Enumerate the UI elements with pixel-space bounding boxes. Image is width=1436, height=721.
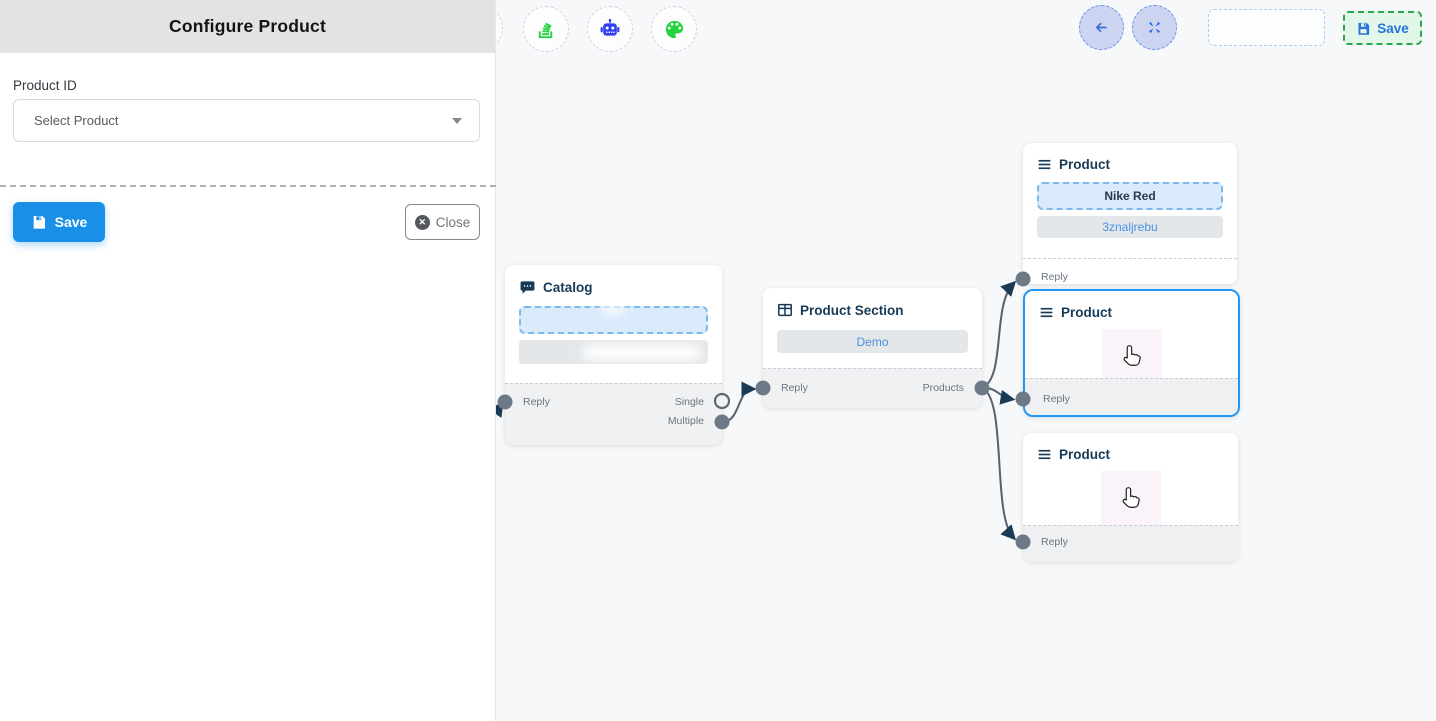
flow-canvas[interactable]: Save Catalog Reply Single Multiple xyxy=(496,0,1436,721)
node-catalog-body xyxy=(505,296,722,364)
port-label-reply: Reply xyxy=(1043,393,1070,405)
palette-icon xyxy=(665,20,683,38)
edge-products-to-product-1 xyxy=(981,280,1017,389)
port-label-multiple: Multiple xyxy=(667,415,704,427)
product-1-id-field[interactable]: 3znaljrebu xyxy=(1037,216,1223,238)
panel-header: Configure Product xyxy=(0,0,495,53)
floppy-save-icon xyxy=(33,216,45,229)
node-product-1-footer: Reply xyxy=(1023,258,1237,284)
hand-pointer-icon xyxy=(1122,487,1140,508)
node-catalog-title: Catalog xyxy=(543,280,593,295)
product-1-name-text: Nike Red xyxy=(1104,189,1156,203)
close-x-icon: ✕ xyxy=(414,214,430,230)
panel-close-button[interactable]: ✕ Close xyxy=(405,204,480,240)
fit-view-button[interactable] xyxy=(1132,5,1177,50)
panel-title: Configure Product xyxy=(168,16,326,36)
port-label-reply: Reply xyxy=(1041,271,1068,283)
node-catalog[interactable]: Catalog Reply Single Multiple xyxy=(505,265,722,445)
port-label-reply: Reply xyxy=(1041,536,1068,548)
node-product-3-header: Product xyxy=(1023,433,1238,462)
canvas-save-button[interactable]: Save xyxy=(1343,11,1422,45)
censor-smudge xyxy=(600,303,626,313)
port-label-reply: Reply xyxy=(781,382,808,394)
arrow-left-icon xyxy=(1095,22,1107,33)
canvas-save-label: Save xyxy=(1377,20,1409,36)
port-catalog-single[interactable] xyxy=(713,392,731,410)
port-product-section-products[interactable] xyxy=(974,380,990,396)
node-catalog-header: Catalog xyxy=(505,265,722,296)
node-product-3-footer: Reply xyxy=(1023,525,1238,562)
port-label-products: Products xyxy=(922,382,964,394)
product-1-name-field[interactable]: Nike Red xyxy=(1037,182,1223,210)
node-product-2-header: Product xyxy=(1025,291,1238,320)
node-product-2-title: Product xyxy=(1061,305,1113,320)
port-catalog-reply[interactable] xyxy=(497,394,513,410)
robot-icon xyxy=(600,18,620,36)
node-product-3-title: Product xyxy=(1059,447,1111,462)
floppy-save-icon xyxy=(1358,22,1370,35)
panel-save-label: Save xyxy=(54,214,88,230)
node-product-2-footer: Reply xyxy=(1025,378,1238,415)
compress-icon xyxy=(1148,21,1161,34)
port-product-3-reply[interactable] xyxy=(1015,534,1031,550)
node-product-1[interactable]: Product Nike Red 3znaljrebu Reply xyxy=(1023,143,1237,284)
node-catalog-footer: Reply Single Multiple xyxy=(505,383,722,445)
port-product-1-reply[interactable] xyxy=(1015,271,1031,287)
cursor-placeholder xyxy=(1101,329,1162,385)
node-product-section-footer: Reply Products xyxy=(763,368,982,408)
hand-pointer-icon xyxy=(1123,345,1141,366)
panel-divider xyxy=(0,185,496,187)
node-product-section[interactable]: Product Section Demo Reply Products xyxy=(763,288,982,408)
node-product-1-title: Product xyxy=(1059,157,1111,172)
menu-lines-icon xyxy=(1038,449,1051,460)
theme-tool-button[interactable] xyxy=(651,6,697,52)
empty-dashed-button[interactable] xyxy=(1208,9,1325,46)
flows-tool-button[interactable] xyxy=(523,6,569,52)
node-product-1-body: Nike Red 3znaljrebu xyxy=(1023,172,1237,238)
node-product-section-body: Demo xyxy=(763,318,982,353)
menu-lines-icon xyxy=(1040,307,1053,318)
node-product-section-header: Product Section xyxy=(763,288,982,318)
product-select[interactable]: Select Product xyxy=(13,99,480,142)
node-product-1-header: Product xyxy=(1023,143,1237,172)
table-grid-icon xyxy=(778,303,792,317)
chevron-down-icon xyxy=(452,117,462,124)
node-product-3[interactable]: Product Reply xyxy=(1023,433,1238,562)
configure-product-panel: Configure Product Product ID Select Prod… xyxy=(0,0,496,721)
node-product-section-title: Product Section xyxy=(800,302,904,318)
bot-tool-button[interactable] xyxy=(587,6,633,52)
port-product-2-reply[interactable] xyxy=(1015,391,1031,407)
port-label-reply: Reply xyxy=(523,396,550,408)
cursor-placeholder xyxy=(1100,471,1161,527)
hidden-tool-button[interactable] xyxy=(496,5,503,51)
product-id-label: Product ID xyxy=(13,78,77,93)
product-section-value-text: Demo xyxy=(856,334,889,349)
port-product-section-reply[interactable] xyxy=(755,380,771,396)
product-select-placeholder: Select Product xyxy=(34,113,119,128)
panel-save-button[interactable]: Save xyxy=(13,202,105,242)
censor-smudge xyxy=(583,345,701,360)
edge-products-to-product-3 xyxy=(981,387,1017,541)
port-label-single: Single xyxy=(674,396,704,408)
node-product-2-selected[interactable]: Product Reply xyxy=(1023,289,1240,417)
port-catalog-multiple[interactable] xyxy=(714,414,730,430)
panel-close-label: Close xyxy=(435,214,471,230)
chat-bubble-icon xyxy=(520,281,535,294)
menu-lines-icon xyxy=(1038,159,1051,170)
product-1-id-text: 3znaljrebu xyxy=(1102,220,1158,234)
stack-icon xyxy=(538,22,552,38)
product-section-value[interactable]: Demo xyxy=(777,330,968,353)
back-button[interactable] xyxy=(1079,5,1124,50)
